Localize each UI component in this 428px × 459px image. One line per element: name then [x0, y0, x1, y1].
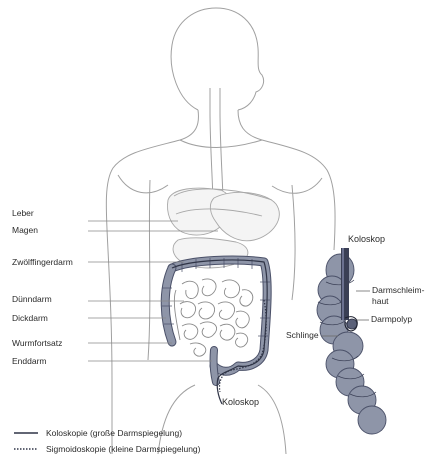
label-leber: Leber: [12, 208, 34, 218]
label-enddarm: Enddarm: [12, 356, 47, 366]
legend-dotted-label: Sigmoidoskopie (kleine Darmspiegelung): [46, 444, 201, 454]
sigmoidoscope-path: [220, 300, 267, 392]
label-zwoelffingerdarm: Zwölffingerdarm: [12, 257, 73, 267]
label-darmschleimhaut-line1: Darmschleim-: [372, 285, 424, 295]
label-duenndarm: Dünndarm: [12, 294, 52, 304]
darmpolyp-shape: [347, 319, 357, 329]
label-schlinge: Schlinge: [286, 330, 319, 340]
label-wurmfortsatz: Wurmfortsatz: [12, 338, 62, 348]
small-intestine: [174, 279, 252, 356]
esophagus: [210, 88, 223, 200]
inset-closeup: [317, 248, 386, 434]
label-dickdarm: Dickdarm: [12, 313, 48, 323]
label-koloskop-inset: Koloskop: [348, 234, 385, 244]
inset-scope-highlight: [342, 248, 344, 320]
label-koloskop-main: Koloskop: [222, 397, 259, 407]
label-darmschleimhaut-line2: haut: [372, 296, 389, 306]
label-darmpolyp: Darmpolyp: [371, 314, 412, 324]
legend-solid-label: Koloskopie (große Darmspiegelung): [46, 428, 182, 438]
label-magen: Magen: [12, 225, 38, 235]
